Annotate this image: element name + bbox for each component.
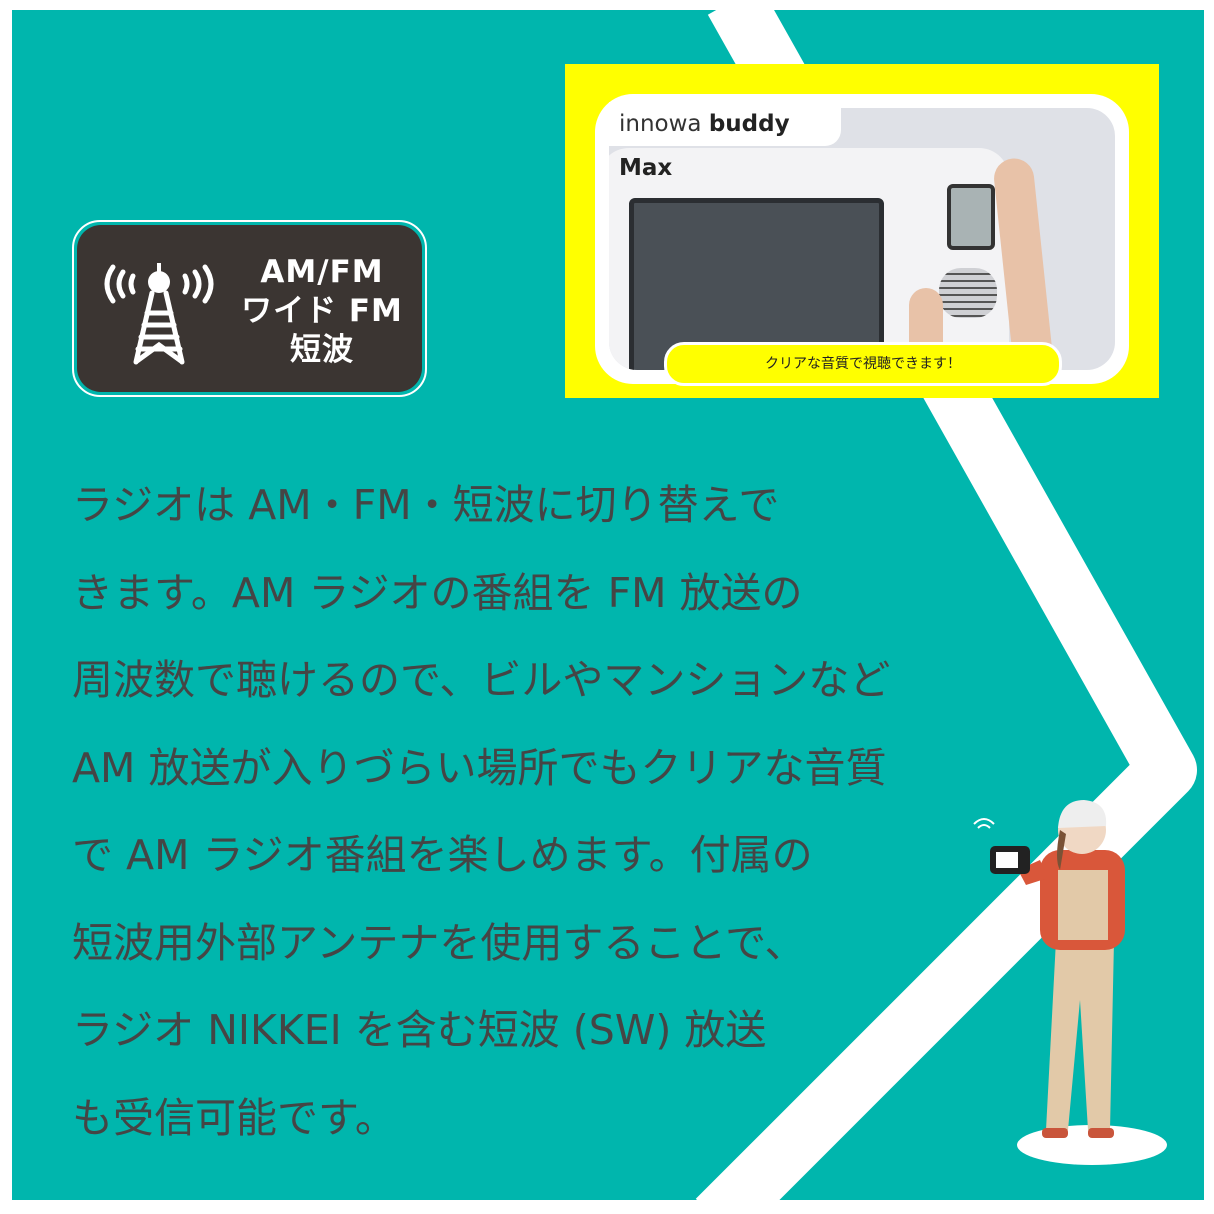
radio-tower-icon xyxy=(104,263,214,365)
badge-line: AM/FM xyxy=(260,254,384,290)
product-photo-card: innowa buddy Max クリアな音質で視聴できます！ xyxy=(565,64,1159,398)
description-text: ラジオは AM・FM・短波に切り替えで きます。AM ラジオの番組を FM 放送… xyxy=(72,462,952,1162)
device-speaker xyxy=(939,268,997,318)
text-line: AM 放送が入りづらい場所でもクリアな音質 xyxy=(72,743,887,792)
product-photo xyxy=(609,108,1115,370)
badge-text: AM/FM ワイド FM 短波 xyxy=(227,253,417,370)
radio-bands-badge: AM/FM ワイド FM 短波 xyxy=(72,220,427,397)
device-screen xyxy=(629,198,884,370)
badge-line: 短波 xyxy=(290,332,354,368)
device-lcd xyxy=(947,184,995,250)
text-line: 短波用外部アンテナを使用することで、 xyxy=(72,918,806,967)
brand-name: buddy Max xyxy=(619,111,790,181)
brand-logo: innowa buddy Max xyxy=(609,102,841,181)
person-with-radio-illustration xyxy=(973,800,1167,1165)
text-line: きます。AM ラジオの番組を FM 放送の xyxy=(72,568,803,617)
brand-prefix: innowa xyxy=(619,111,702,137)
text-line: 周波数で聴けるので、ビルやマンションなど xyxy=(72,656,891,704)
badge-line: ワイド FM xyxy=(241,293,403,329)
text-line: で AM ラジオ番組を楽しめます。付属の xyxy=(72,831,813,879)
text-line: ラジオ NIKKEI を含む短波 (SW) 放送 xyxy=(72,1006,767,1054)
text-line: も受信可能です。 xyxy=(72,1093,396,1142)
photo-caption: クリアな音質で視聴できます！ xyxy=(664,342,1062,386)
text-line: ラジオは AM・FM・短波に切り替えで xyxy=(72,481,780,529)
